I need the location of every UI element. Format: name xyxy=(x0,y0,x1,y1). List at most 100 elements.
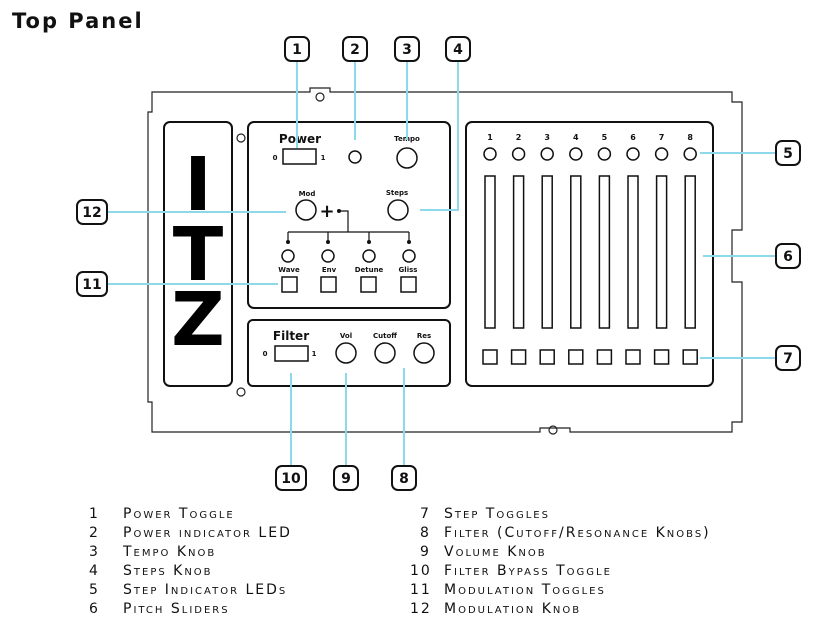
mod-toggle-gliss[interactable] xyxy=(400,276,417,293)
mod-toggle-env[interactable] xyxy=(320,276,337,293)
legend-number: 2 xyxy=(89,525,100,541)
legend-text: Step Indicator LEDs xyxy=(123,582,287,598)
legend-number: 3 xyxy=(89,544,100,560)
power-toggle[interactable] xyxy=(282,148,317,165)
pitch-slider[interactable] xyxy=(484,175,496,329)
callout-number: 11 xyxy=(82,277,101,293)
step-toggle[interactable] xyxy=(568,349,584,365)
junction-dot xyxy=(407,240,411,244)
plus-sign: + xyxy=(319,201,334,222)
mod-toggle-label: Gliss xyxy=(399,266,418,274)
step-toggle[interactable] xyxy=(596,349,613,365)
callout-badge xyxy=(775,140,801,166)
legend-number: 1 xyxy=(89,506,100,522)
step-number: 4 xyxy=(573,133,579,142)
mod-led xyxy=(321,249,335,263)
callout-number: 3 xyxy=(402,42,412,58)
step-indicator-led xyxy=(597,147,612,161)
legend-text: Steps Knob xyxy=(123,563,213,579)
legend-number: 10 xyxy=(410,563,432,579)
switch-on-label: 1 xyxy=(312,350,317,358)
step-toggle[interactable] xyxy=(510,349,527,365)
callout-badge xyxy=(76,271,108,297)
pitch-slider[interactable] xyxy=(512,175,525,329)
tempo-knob[interactable] xyxy=(396,147,418,169)
logo-letter: Z xyxy=(171,277,225,363)
pitch-slider[interactable] xyxy=(541,175,553,329)
step-number: 2 xyxy=(516,133,522,142)
logo-letter: I xyxy=(184,142,212,228)
legend-text: Power Toggle xyxy=(123,506,235,522)
page-title: Top Panel xyxy=(12,9,144,33)
power-indicator-led xyxy=(348,150,362,164)
callout-number: 2 xyxy=(350,42,360,58)
legend-text: Volume Knob xyxy=(444,544,547,560)
pitch-slider[interactable] xyxy=(627,175,639,329)
pitch-slider[interactable] xyxy=(655,175,668,329)
control-section xyxy=(247,121,451,309)
pitch-slider[interactable] xyxy=(684,175,696,329)
callout-badge xyxy=(76,199,108,225)
mod-led xyxy=(362,249,376,263)
callout-number: 12 xyxy=(82,205,101,221)
power-label: Power xyxy=(279,132,321,146)
cutoff-knob[interactable] xyxy=(374,342,396,364)
filter-section xyxy=(247,319,451,387)
legend-number: 7 xyxy=(420,506,431,522)
screw-hole xyxy=(315,92,325,102)
callout-badge xyxy=(445,36,471,62)
callout-number: 8 xyxy=(399,471,409,487)
step-indicator-led xyxy=(483,147,497,161)
mod-toggle-wave[interactable] xyxy=(281,276,298,293)
callout-badge xyxy=(775,243,801,269)
callout-number: 1 xyxy=(292,42,302,58)
mod-led xyxy=(281,249,295,263)
modulation-knob[interactable] xyxy=(295,199,317,221)
callout-number: 6 xyxy=(783,249,793,265)
callout-badge xyxy=(284,36,310,62)
step-indicator-led xyxy=(683,147,697,161)
legend-text: Modulation Knob xyxy=(444,601,581,617)
step-toggle[interactable] xyxy=(539,349,555,365)
resonance-knob[interactable] xyxy=(413,342,435,364)
filter-knob-label: Vol xyxy=(340,332,352,340)
legend: 1 Power Toggle 2 Power indicator LED 3 T… xyxy=(89,506,709,617)
mod-toggle-detune[interactable] xyxy=(360,276,377,293)
screw-hole xyxy=(236,387,246,397)
step-indicator-led xyxy=(626,147,640,161)
step-number: 8 xyxy=(687,133,693,142)
callout-number: 4 xyxy=(453,42,463,58)
callout-badge xyxy=(775,345,801,371)
mod-toggle-label: Env xyxy=(322,266,337,274)
legend-number: 4 xyxy=(89,563,100,579)
steps-knob[interactable] xyxy=(387,199,409,221)
pitch-slider[interactable] xyxy=(598,175,611,329)
step-toggle[interactable] xyxy=(482,349,498,365)
volume-knob[interactable] xyxy=(335,342,357,364)
callout-badge xyxy=(394,36,420,62)
step-toggle[interactable] xyxy=(625,349,641,365)
step-number: 7 xyxy=(659,133,665,142)
mod-routing-lines xyxy=(287,210,410,242)
legend-text: Modulation Toggles xyxy=(444,582,606,598)
callout-number: 9 xyxy=(341,471,351,487)
pitch-slider[interactable] xyxy=(570,175,582,329)
step-toggle[interactable] xyxy=(682,349,698,365)
filter-label: Filter xyxy=(273,329,309,343)
step-number: 1 xyxy=(487,133,493,142)
step-number: 3 xyxy=(544,133,550,142)
mod-toggle-label: Wave xyxy=(278,266,300,274)
switch-off-label: 0 xyxy=(273,154,278,162)
legend-text: Step Toggles xyxy=(444,506,550,522)
step-toggle[interactable] xyxy=(653,349,670,365)
filter-bypass-toggle[interactable] xyxy=(274,345,309,362)
enclosure-outline xyxy=(147,87,743,433)
legend-text: Pitch Sliders xyxy=(123,601,230,617)
steps-label: Steps xyxy=(386,189,408,197)
filter-knob-label: Cutoff xyxy=(373,332,397,340)
filter-knob-label: Res xyxy=(417,332,431,340)
legend-text: Power indicator LED xyxy=(123,525,292,541)
mod-toggle-label: Detune xyxy=(355,266,384,274)
mod-toggle-group: Wave Env Detune Gliss xyxy=(278,240,418,293)
